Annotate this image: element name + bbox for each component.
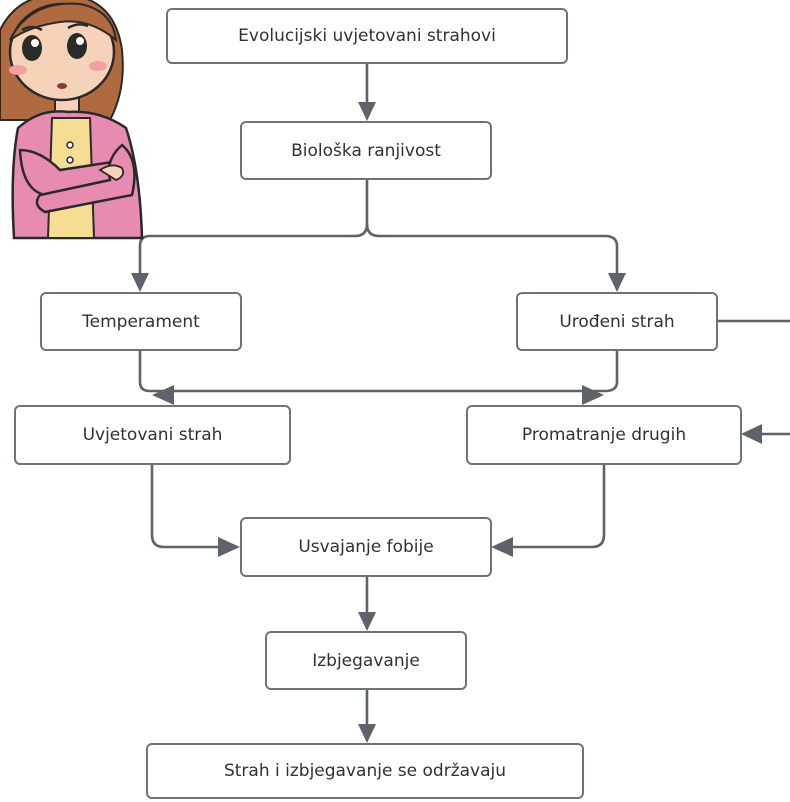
node-temperament: Temperament [40, 292, 242, 351]
arrow-to-temperament [131, 273, 149, 292]
arrow-into-promatranje [741, 424, 762, 444]
arrow-to-uvjetovani [152, 385, 174, 405]
node-uvjetovani-strah: Uvjetovani strah [14, 405, 291, 465]
connector-merge-bar [138, 351, 619, 393]
arrow-usvajanje-right [491, 537, 513, 557]
node-bioloska-ranjivost: Biološka ranjivost [240, 121, 492, 180]
node-izbjegavanje: Izbjegavanje [265, 631, 467, 690]
arrow-to-urodeni [608, 273, 626, 292]
node-evolucijski-strahovi: Evolucijski uvjetovani strahovi [166, 8, 568, 64]
arrow-to-promatranje [582, 385, 604, 405]
connector-bioloska-urodeni [365, 223, 619, 282]
arrow-to-bioloska [358, 102, 376, 121]
connector-uvjetovani-usvajanje [150, 465, 222, 549]
node-usvajanje-fobije: Usvajanje fobije [240, 517, 492, 577]
connector-promatranje-usvajanje [512, 465, 606, 549]
arrow-usvajanje-left [218, 537, 240, 557]
connector-bioloska-temperament [138, 179, 369, 282]
arrow-to-odrzavanje [358, 724, 376, 743]
node-promatranje-drugih: Promatranje drugih [466, 405, 742, 465]
node-strah-odrzavanje: Strah i izbjegavanje se održavaju [146, 743, 584, 799]
node-urodeni-strah: Urođeni strah [516, 292, 718, 351]
worried-girl-illustration [0, 0, 144, 240]
arrow-to-izbjegavanje [358, 612, 376, 631]
